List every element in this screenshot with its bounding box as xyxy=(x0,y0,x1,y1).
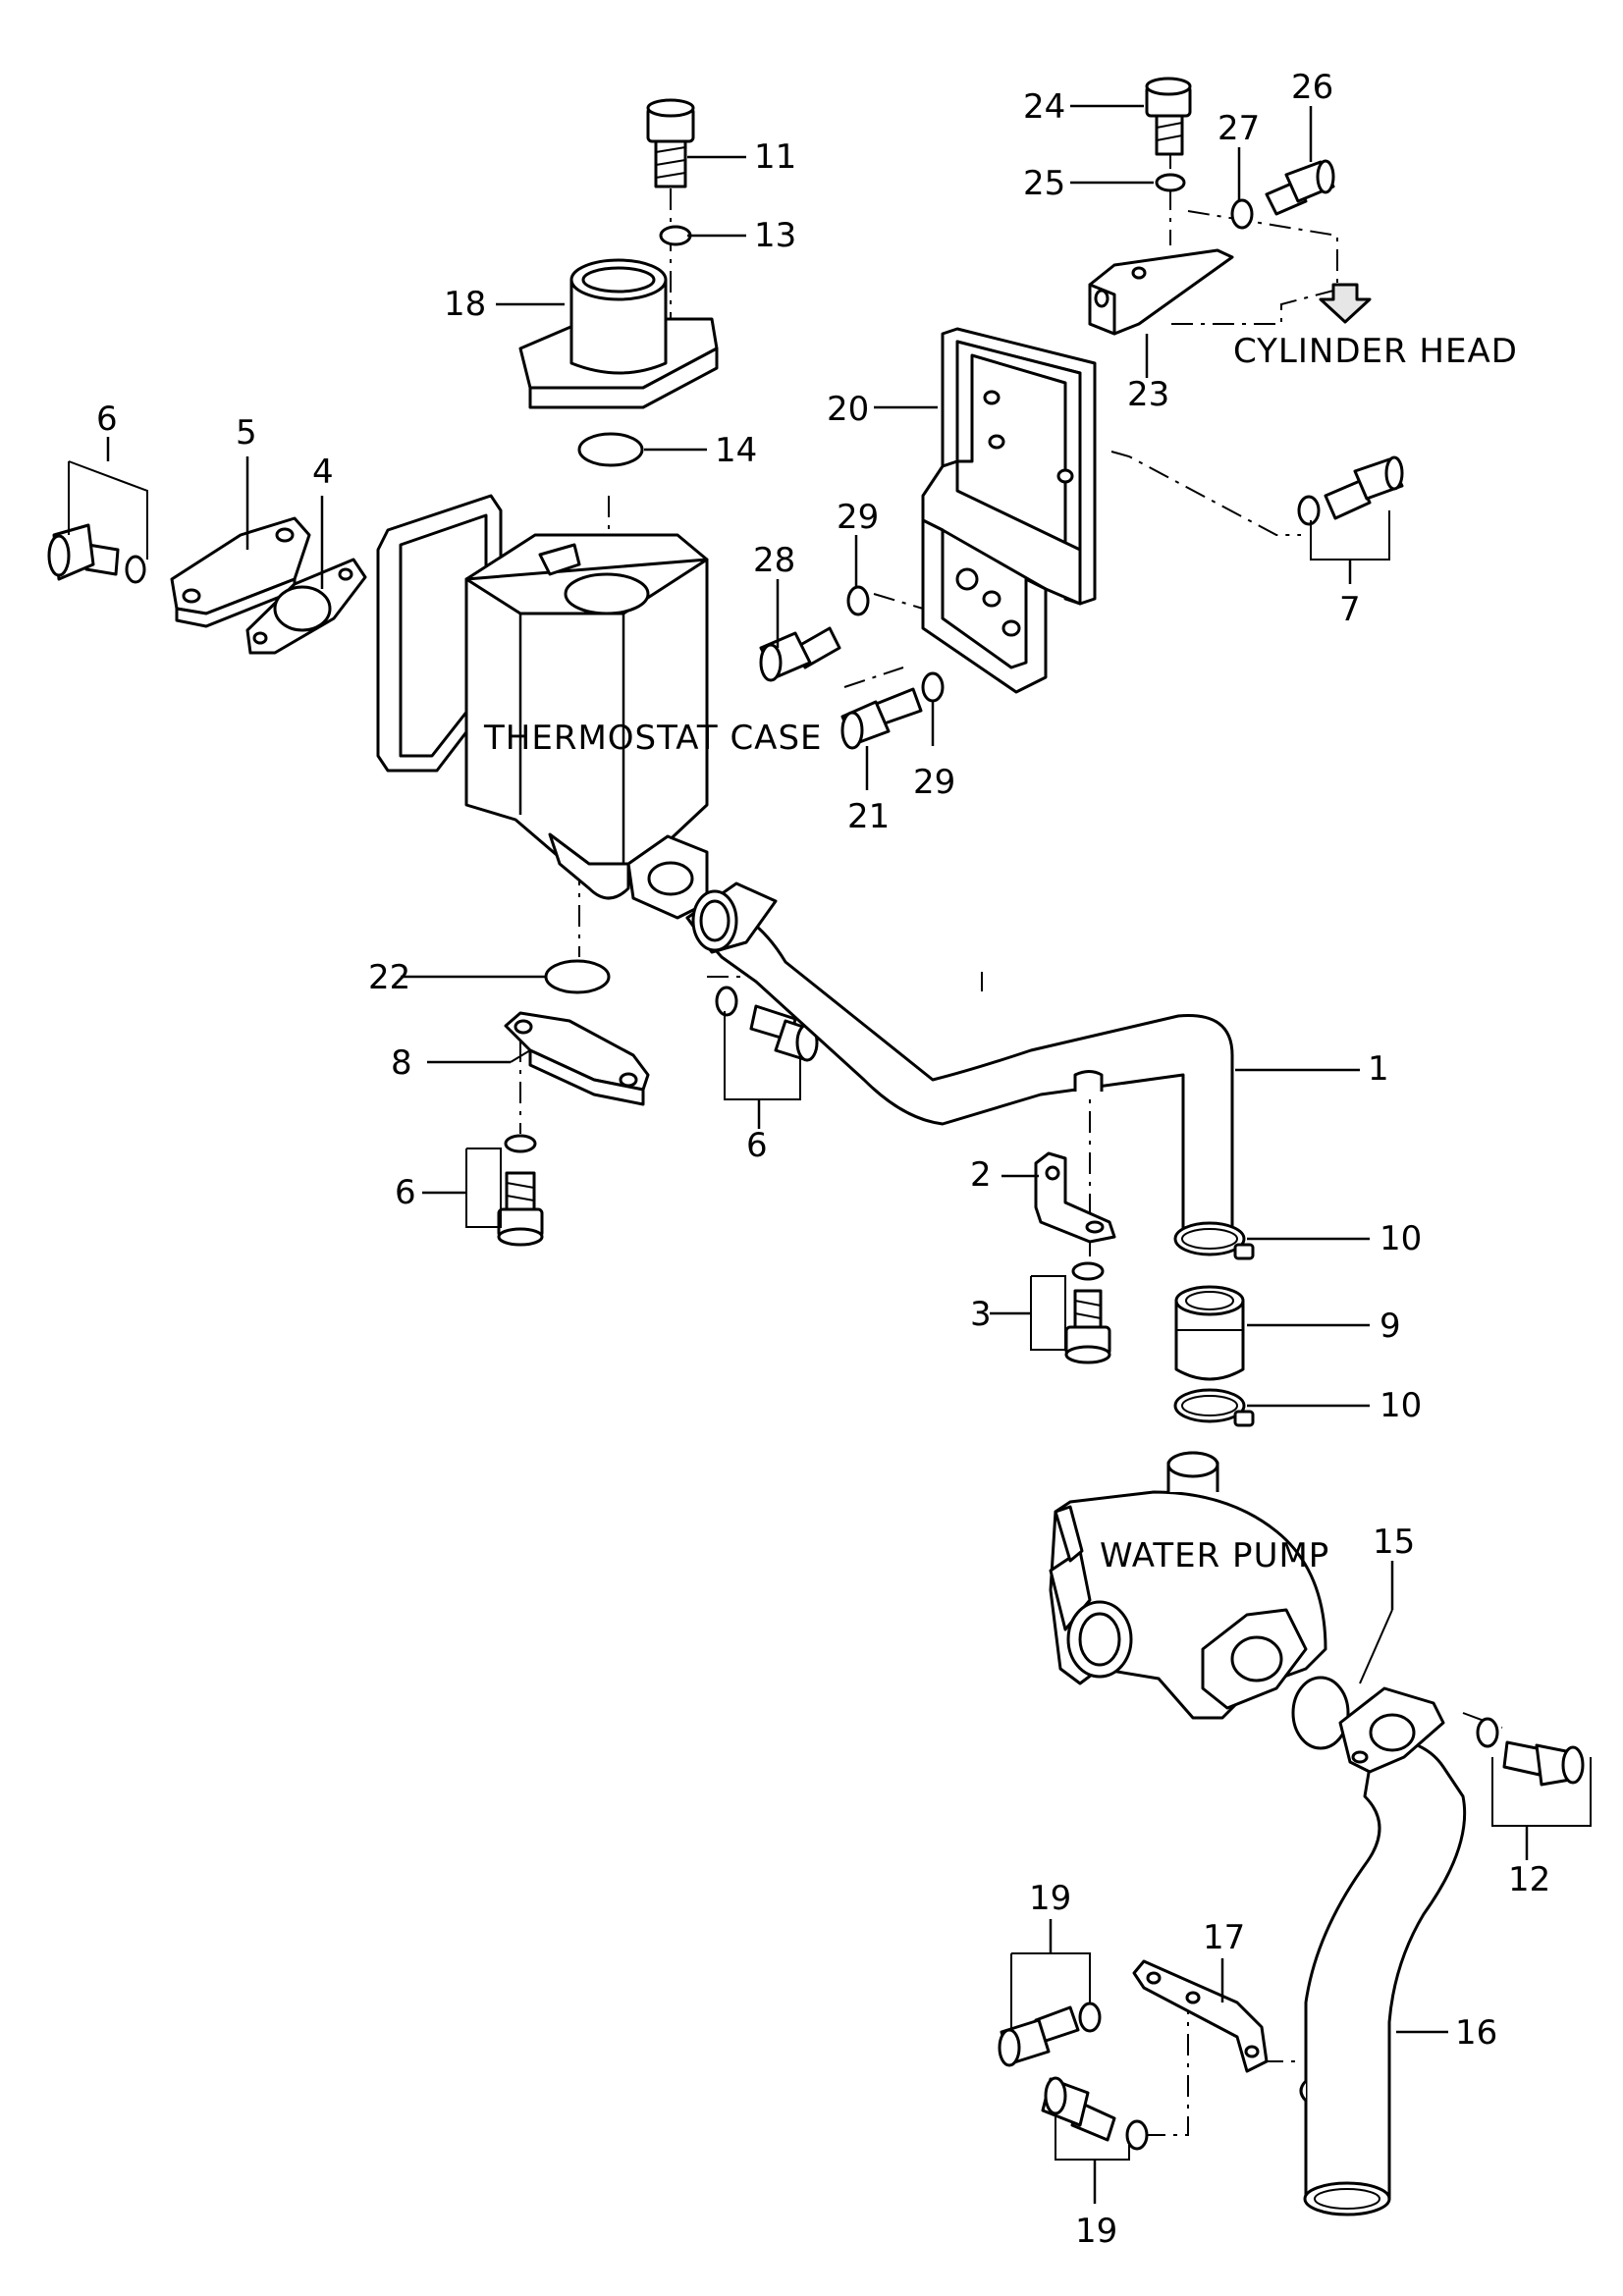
callout-8: 8 xyxy=(391,1043,412,1083)
part-19-washer-upper xyxy=(1078,2002,1102,2033)
callout-7: 7 xyxy=(1339,590,1361,629)
callout-6c: 6 xyxy=(395,1173,416,1212)
callout-23: 23 xyxy=(1127,375,1169,414)
part-5-cover-plate xyxy=(170,516,311,628)
part-23-bracket xyxy=(1088,248,1234,336)
part-1-water-pipe xyxy=(685,881,1234,1243)
callout-6a: 6 xyxy=(96,400,118,439)
cylinder-head-label: CYLINDER HEAD xyxy=(1233,332,1518,371)
callout-2: 2 xyxy=(970,1155,992,1195)
part-16-outlet-pipe xyxy=(1299,1686,1467,2216)
part-29-washer-lower xyxy=(921,671,945,703)
part-20-bracket xyxy=(921,327,1097,694)
callout-25: 25 xyxy=(1023,164,1065,203)
part-6-washer-lower xyxy=(504,1134,537,1153)
part-6-bolt-lower xyxy=(497,1171,544,1247)
callout-27: 27 xyxy=(1217,109,1260,148)
callout-10a: 10 xyxy=(1380,1219,1422,1258)
callout-1: 1 xyxy=(1368,1049,1389,1089)
callout-29a: 29 xyxy=(837,498,879,537)
callout-19a: 19 xyxy=(1029,1879,1071,1918)
part-10-clamp-upper xyxy=(1173,1221,1255,1260)
part-15-o-ring xyxy=(1291,1676,1350,1750)
part-24-bolt xyxy=(1145,77,1192,156)
part-8-cover-plate xyxy=(504,1011,650,1106)
callout-16: 16 xyxy=(1455,2013,1497,2053)
leader-lines xyxy=(68,104,1592,2204)
part-6-washer-upper xyxy=(125,555,146,584)
part-3-bolt xyxy=(1064,1289,1111,1364)
part-28-bolt xyxy=(759,626,841,682)
callout-19b: 19 xyxy=(1075,2212,1117,2251)
part-27-washer xyxy=(1230,198,1254,230)
callout-29b: 29 xyxy=(913,763,955,802)
callout-6b: 6 xyxy=(746,1126,768,1165)
part-21-bolt xyxy=(840,687,923,750)
callout-22: 22 xyxy=(368,958,410,997)
part-14-o-ring xyxy=(577,432,644,467)
part-6-bolt-upper xyxy=(47,523,120,581)
callout-9: 9 xyxy=(1380,1307,1401,1346)
callout-4: 4 xyxy=(312,453,334,492)
callout-11: 11 xyxy=(754,137,796,177)
cylinder-head-arrow xyxy=(1319,283,1372,324)
part-12-bolt xyxy=(1502,1740,1585,1787)
part-18-thermostat-cover xyxy=(518,258,719,409)
part-19-washer-lower xyxy=(1125,2119,1149,2151)
callout-5: 5 xyxy=(236,413,257,453)
callout-3: 3 xyxy=(970,1295,992,1334)
callout-28: 28 xyxy=(753,541,795,580)
part-3-washer xyxy=(1071,1261,1105,1281)
part-12-washer xyxy=(1476,1717,1499,1748)
water-pump-label: WATER PUMP xyxy=(1100,1536,1329,1575)
callout-15: 15 xyxy=(1373,1522,1415,1562)
callout-26: 26 xyxy=(1291,68,1333,107)
part-6-washer-middle xyxy=(715,986,738,1017)
thermostat-case xyxy=(376,494,709,920)
callout-13: 13 xyxy=(754,216,796,255)
part-7-bolt xyxy=(1324,455,1404,520)
part-19-bolt-upper xyxy=(998,2005,1080,2067)
part-26-bolt xyxy=(1265,159,1335,216)
part-17-bracket xyxy=(1132,1959,1269,2073)
part-29-washer-upper xyxy=(846,585,870,616)
part-19-bolt-lower xyxy=(1041,2076,1116,2142)
part-7-washer xyxy=(1297,495,1321,526)
part-9-hose xyxy=(1174,1285,1245,1381)
alignment-lines xyxy=(519,147,1503,2136)
part-25-washer xyxy=(1155,173,1186,192)
part-22-o-ring xyxy=(544,959,611,994)
callout-20: 20 xyxy=(827,390,869,429)
callout-18: 18 xyxy=(444,285,486,324)
callout-24: 24 xyxy=(1023,87,1065,127)
callout-17: 17 xyxy=(1203,1918,1245,1957)
part-13-washer xyxy=(659,225,692,246)
thermostat-case-label: THERMOSTAT CASE xyxy=(483,719,823,758)
part-4-gasket xyxy=(245,558,367,655)
part-10-clamp-lower xyxy=(1173,1388,1255,1427)
callout-10b: 10 xyxy=(1380,1386,1422,1425)
part-2-clip xyxy=(1034,1151,1116,1244)
callout-21: 21 xyxy=(847,797,890,836)
water-pump xyxy=(1049,1451,1327,1720)
part-11-bolt xyxy=(646,98,695,188)
callout-12: 12 xyxy=(1508,1860,1550,1899)
callouts: 1 2 3 4 5 6 6 6 7 8 9 10 10 11 12 13 14 … xyxy=(96,68,1550,2251)
callout-14: 14 xyxy=(715,431,757,470)
